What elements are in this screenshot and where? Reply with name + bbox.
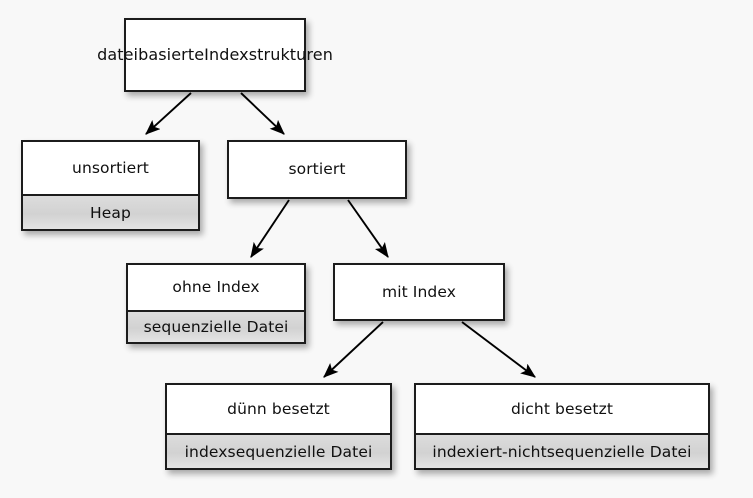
- node-ohne-index[interactable]: ohne Index sequenzielle Datei: [126, 263, 306, 344]
- edge-mit-index-dicht: [461, 321, 536, 378]
- node-mit-index-title: mit Index: [335, 265, 503, 319]
- node-ohne-index-title: ohne Index: [128, 265, 304, 310]
- edge-sortiert-mit-index: [347, 199, 389, 258]
- node-dicht-besetzt-title: dicht besetzt: [416, 385, 708, 433]
- node-duenn-besetzt-title: dünn besetzt: [167, 385, 390, 433]
- node-root-title-line1: dateibasierte: [97, 44, 205, 64]
- edge-sortiert-ohne-index: [250, 199, 290, 258]
- node-root-title: dateibasierte Indexstrukturen: [97, 20, 333, 90]
- edge-mit-index-duenn: [323, 321, 384, 378]
- edge-root-unsortiert: [145, 92, 192, 135]
- node-unsortiert-subtitle: Heap: [23, 194, 198, 229]
- node-duenn-besetzt[interactable]: dünn besetzt indexsequenzielle Datei: [165, 383, 392, 470]
- node-sortiert-title: sortiert: [229, 142, 405, 197]
- node-mit-index[interactable]: mit Index: [333, 263, 505, 321]
- node-ohne-index-subtitle: sequenzielle Datei: [128, 310, 304, 342]
- edge-root-sortiert: [240, 92, 285, 135]
- node-dicht-besetzt[interactable]: dicht besetzt indexiert-nichtsequenziell…: [414, 383, 710, 470]
- node-unsortiert[interactable]: unsortiert Heap: [21, 140, 200, 231]
- node-dicht-besetzt-subtitle: indexiert-nichtsequenzielle Datei: [416, 433, 708, 468]
- node-root-title-line2: Indexstrukturen: [204, 44, 333, 64]
- node-unsortiert-title: unsortiert: [23, 142, 198, 194]
- node-sortiert[interactable]: sortiert: [227, 140, 407, 199]
- node-root[interactable]: dateibasierte Indexstrukturen: [97, 18, 333, 92]
- node-duenn-besetzt-subtitle: indexsequenzielle Datei: [167, 433, 390, 468]
